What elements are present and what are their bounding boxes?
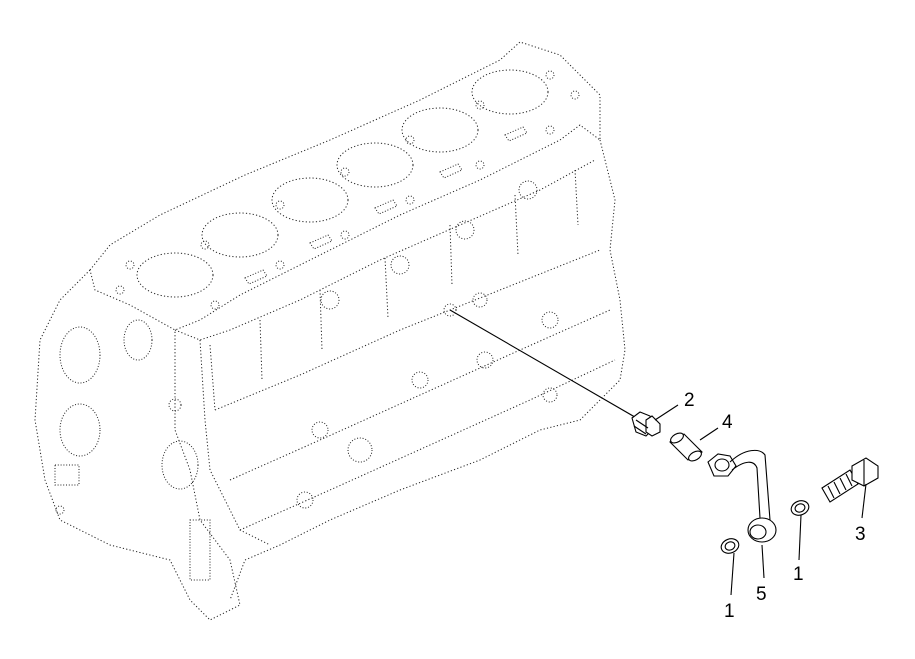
leader-1a [730, 552, 735, 596]
callout-2: 2 [684, 390, 695, 411]
callout-4: 4 [722, 412, 733, 433]
leader-5 [761, 544, 765, 579]
callout-3: 3 [855, 524, 866, 545]
callout-1-lower: 1 [724, 601, 735, 622]
part-4-sleeve [669, 432, 703, 462]
callout-5: 5 [756, 584, 767, 605]
leader-1b [798, 514, 802, 561]
engine-block [34, 41, 626, 621]
part-3-banjo-bolt [821, 457, 879, 503]
explode-axis-line [449, 309, 641, 421]
leader-3 [861, 483, 867, 519]
callout-1-upper: 1 [793, 564, 804, 585]
callout-leaders [654, 404, 867, 596]
part-1-washer-a [720, 538, 740, 554]
leader-2 [654, 404, 679, 421]
part-2-fitting [631, 411, 661, 437]
part-1-washer-b [790, 500, 810, 516]
part-5-oil-pipe [707, 449, 777, 543]
leader-4 [699, 427, 719, 441]
